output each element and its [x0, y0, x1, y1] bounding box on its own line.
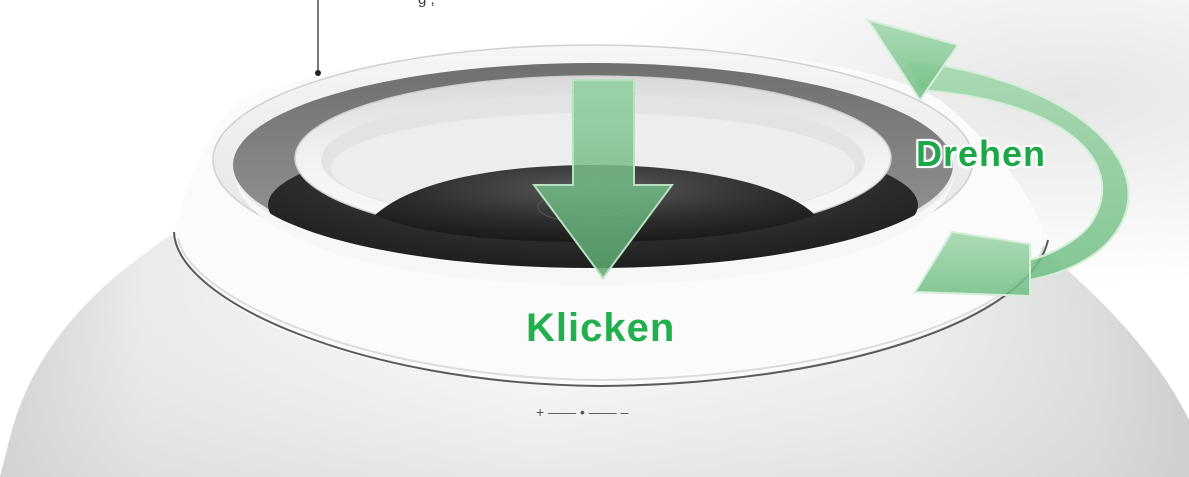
- volume-scale: + —— • —— –: [536, 404, 628, 420]
- top-caption: g ,: [418, 0, 435, 8]
- rotate-label: Drehen: [916, 133, 1046, 175]
- click-label: Klicken: [526, 306, 675, 351]
- callout-dot: [315, 70, 321, 76]
